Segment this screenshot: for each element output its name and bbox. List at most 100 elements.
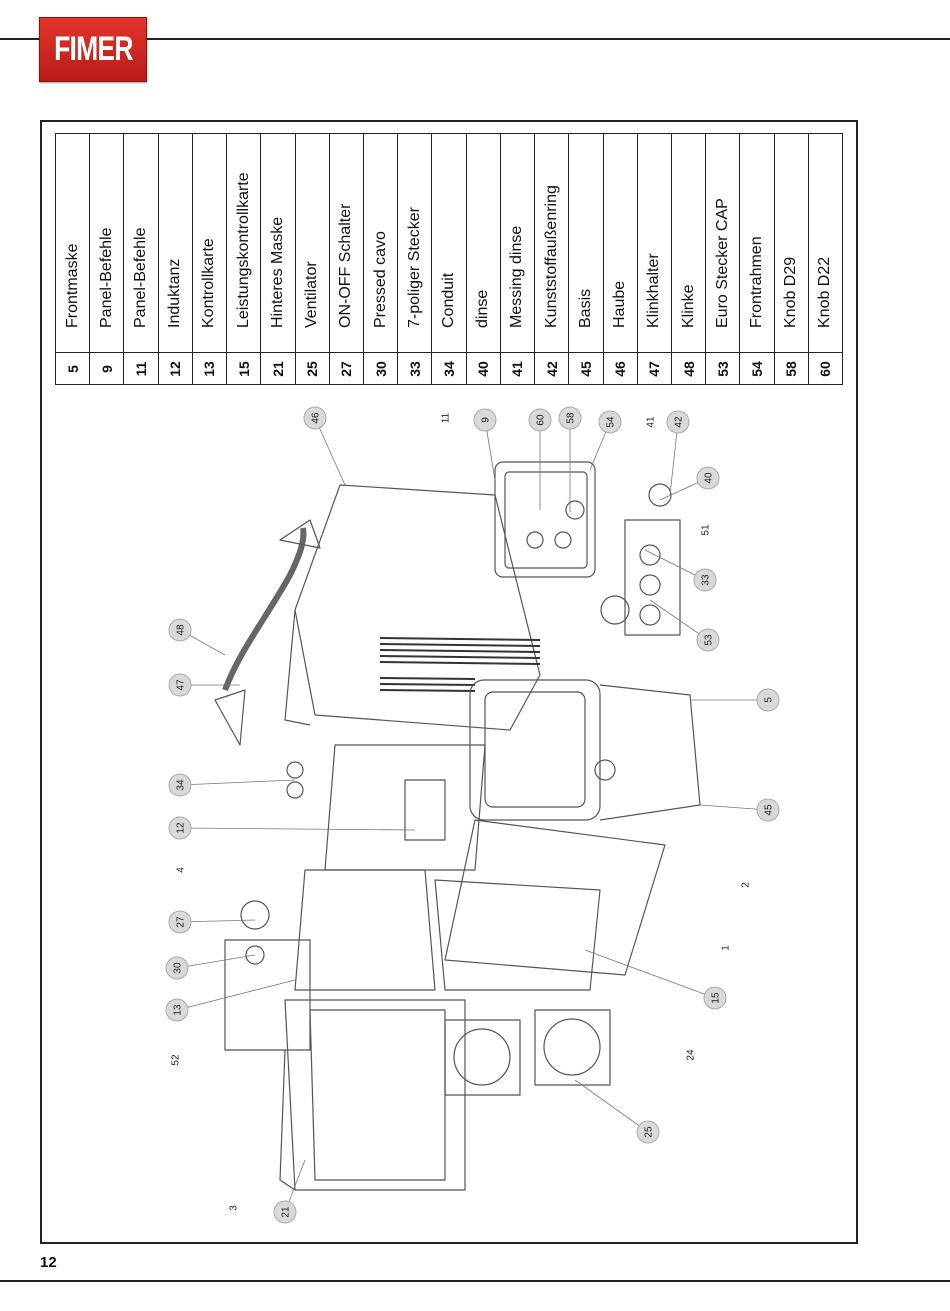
callout-bubble (303, 406, 327, 430)
legend-number-cell: 47 (637, 352, 671, 384)
logo-text: FIMER (53, 30, 133, 68)
callout-bubble (756, 688, 780, 712)
callout-label: 12 (176, 822, 187, 834)
callout-label: 21 (281, 1206, 292, 1218)
legend-part-number: 40 (475, 360, 492, 377)
legend-number-cell: 27 (329, 352, 363, 384)
fimer-logo: FIMER (39, 17, 147, 82)
callout-label: 60 (536, 414, 547, 426)
legend-part-number: 15 (235, 360, 252, 377)
callout-bubble (598, 410, 622, 434)
legend-part-number: 53 (714, 360, 731, 377)
legend-number-cell: 48 (671, 352, 706, 384)
callout-leader-line (179, 827, 416, 831)
legend-part-number: 9 (98, 364, 115, 373)
callout-label-plain: 3 (229, 1205, 240, 1211)
legend-column: Knob D22 60 (808, 134, 843, 384)
callout-leader-line (179, 779, 296, 786)
legend-number-cell: 54 (740, 352, 774, 384)
callout-bubble (273, 1200, 297, 1224)
legend-number-cell: 42 (535, 352, 569, 384)
legend-column: Basis 45 (569, 134, 604, 384)
legend-part-name: Kunststoffaußenring (542, 185, 560, 328)
legend-part-name: Conduit (440, 272, 458, 328)
legend-part-number: 12 (167, 360, 184, 377)
callout-bubble (558, 406, 582, 430)
callout-label: 58 (566, 412, 577, 424)
cover-shape (294, 484, 541, 731)
legend-part-name: Frontmaske (63, 243, 81, 328)
callout-label: 42 (674, 416, 685, 428)
legend-number-cell: 25 (295, 352, 329, 384)
legend-part-number: 34 (441, 360, 458, 377)
callout-bubble (636, 1120, 660, 1144)
legend-column: Euro Stecker CAP 53 (706, 134, 741, 384)
legend-part-name: Euro Stecker CAP (713, 198, 731, 328)
callout-label-plain: 4 (176, 867, 187, 873)
legend-part-number: 58 (783, 360, 800, 377)
legend-number-cell: 34 (432, 352, 466, 384)
legend-number-cell: 46 (603, 352, 637, 384)
callout-leader-line (669, 421, 679, 496)
legend-part-number: 25 (304, 360, 321, 377)
callout-bubble (666, 410, 690, 434)
legend-part-name: Knob D22 (816, 256, 834, 328)
legend-part-number: 27 (338, 360, 355, 377)
callout-label-plain: 52 (171, 1054, 182, 1066)
callout-bubble (168, 910, 192, 934)
legend-part-name: Leistungskontrollkarte (234, 172, 252, 328)
legend-number-cell: 21 (261, 352, 295, 384)
callout-label: 27 (176, 916, 187, 928)
legend-part-number: 54 (748, 360, 765, 377)
legend-part-number: 48 (680, 360, 697, 377)
callout-leader-line (176, 979, 296, 1011)
legend-column: Frontmaske 5 (56, 134, 91, 384)
legend-number-cell: 30 (363, 352, 398, 384)
callout-leader-line (314, 417, 346, 486)
legend-number-cell: 11 (124, 352, 158, 384)
footer-rule (0, 1280, 950, 1282)
legend-part-number: 21 (269, 360, 286, 377)
legend-column: ON-OFF Schalter 27 (329, 134, 364, 384)
legend-column: Leistungskontrollkarte 15 (227, 134, 262, 384)
legend-part-number: 5 (64, 364, 81, 373)
callout-label-plain: 1 (721, 945, 732, 951)
legend-part-name: Haube (611, 280, 629, 328)
legend-part-name: Hinteres Maske (268, 216, 286, 328)
callout-label-plain: 2 (741, 882, 752, 888)
legend-number-cell: 15 (227, 352, 261, 384)
legend-column: Hinteres Maske 21 (261, 134, 296, 384)
legend-part-number: 47 (646, 360, 663, 377)
legend-part-number: 33 (406, 360, 423, 377)
legend-part-number: 30 (372, 360, 389, 377)
callout-label-plain: 24 (686, 1049, 697, 1061)
legend-part-name: Messing dinse (508, 225, 526, 328)
legend-column: Conduit 34 (432, 134, 467, 384)
callout-bubble (168, 618, 192, 642)
legend-number-cell: 40 (466, 352, 500, 384)
callout-bubble (168, 673, 192, 697)
callout-label: 15 (711, 992, 722, 1004)
legend-part-name: Frontrahmen (747, 236, 765, 328)
legend-part-number: 46 (612, 360, 629, 377)
callout-label-plain: 11 (441, 412, 452, 423)
legend-part-name: 7-poliger Stecker (405, 207, 423, 328)
legend-number-cell: 5 (56, 352, 90, 384)
callout-bubble (528, 408, 552, 432)
callout-bubble (696, 466, 720, 490)
legend-part-name: Basis (576, 288, 594, 328)
legend-part-number: 60 (817, 360, 834, 377)
legend-column: Kunststoffaußenring 42 (535, 134, 570, 384)
legend-part-name: ON-OFF Schalter (337, 203, 355, 328)
callout-label: 47 (176, 679, 187, 691)
legend-column: Frontrahmen 54 (740, 134, 775, 384)
legend-column: 7-poliger Stecker 33 (398, 134, 433, 384)
legend-part-number: 45 (577, 360, 594, 377)
legend-number-cell: 45 (569, 352, 603, 384)
